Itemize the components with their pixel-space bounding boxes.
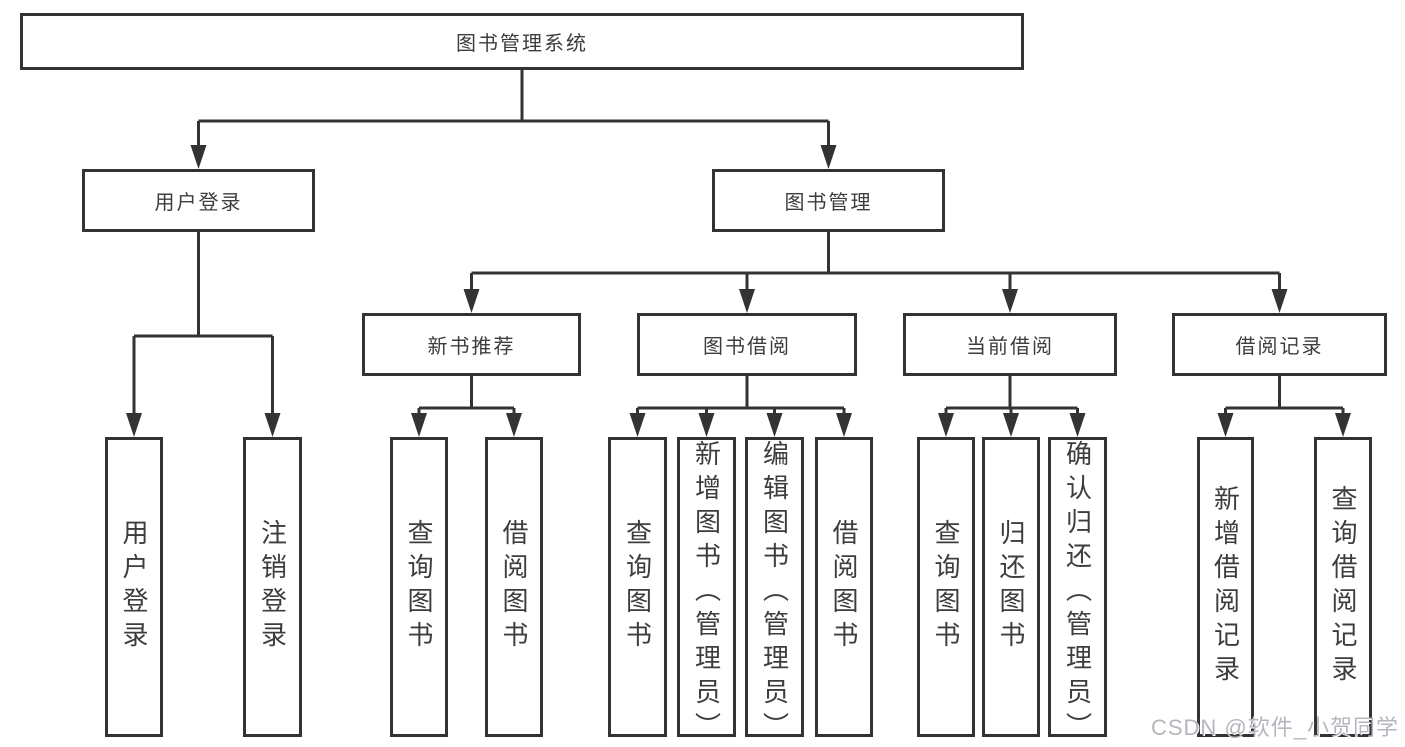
leaf-query-books-recommend-label: 查询图书 xyxy=(404,519,434,655)
node-book-borrow: 图书借阅 xyxy=(637,313,857,376)
leaf-query-borrow-record-label: 查询借阅记录 xyxy=(1328,485,1358,689)
node-borrow-records-label: 借阅记录 xyxy=(1235,336,1324,358)
leaf-borrow-books-recommend-label: 借阅图书 xyxy=(499,519,529,655)
leaf-add-books-admin-label: 新增图书（管理员） xyxy=(691,440,722,746)
leaf-query-books-recommend: 查询图书 xyxy=(390,437,448,737)
leaf-borrow-books-recommend: 借阅图书 xyxy=(485,437,543,737)
leaf-confirm-return-admin: 确认归还（管理员） xyxy=(1048,437,1107,746)
node-user-login-label: 用户登录 xyxy=(154,192,243,214)
leaf-logout-label: 注销登录 xyxy=(257,519,288,655)
leaf-edit-books-admin: 编辑图书（管理员） xyxy=(745,437,804,746)
leaf-borrow-books-label: 借阅图书 xyxy=(829,519,859,655)
leaf-query-borrow-record: 查询借阅记录 xyxy=(1314,437,1372,737)
leaf-return-books: 归还图书 xyxy=(982,437,1040,737)
leaf-user-login-label: 用户登录 xyxy=(119,519,149,655)
node-book-management-label: 图书管理 xyxy=(784,192,873,214)
leaf-query-books-borrow-label: 查询图书 xyxy=(622,519,653,655)
leaf-user-login: 用户登录 xyxy=(105,437,163,737)
leaf-query-books-current-label: 查询图书 xyxy=(931,519,961,655)
node-borrow-records: 借阅记录 xyxy=(1172,313,1387,376)
leaf-add-borrow-record: 新增借阅记录 xyxy=(1197,437,1254,737)
node-book-management: 图书管理 xyxy=(712,169,945,232)
leaf-query-books-current: 查询图书 xyxy=(917,437,975,737)
node-user-login: 用户登录 xyxy=(82,169,315,232)
leaf-add-borrow-record-label: 新增借阅记录 xyxy=(1210,485,1241,689)
leaf-add-books-admin: 新增图书（管理员） xyxy=(677,437,736,746)
node-new-book-recommend: 新书推荐 xyxy=(362,313,581,376)
leaf-return-books-label: 归还图书 xyxy=(996,519,1026,655)
node-current-borrow: 当前借阅 xyxy=(903,313,1117,376)
leaf-confirm-return-admin-label: 确认归还（管理员） xyxy=(1062,440,1093,746)
leaf-borrow-books: 借阅图书 xyxy=(815,437,873,737)
node-root-label: 图书管理系统 xyxy=(456,33,588,55)
leaf-edit-books-admin-label: 编辑图书（管理员） xyxy=(759,440,790,746)
node-current-borrow-label: 当前借阅 xyxy=(966,336,1054,358)
csdn-watermark: CSDN @软件_小贺同学 xyxy=(1150,715,1399,740)
node-root-system: 图书管理系统 xyxy=(20,13,1024,70)
node-new-book-recommend-label: 新书推荐 xyxy=(427,336,516,358)
node-book-borrow-label: 图书借阅 xyxy=(703,336,791,358)
leaf-query-books-borrow: 查询图书 xyxy=(608,437,667,737)
leaf-logout: 注销登录 xyxy=(243,437,302,737)
